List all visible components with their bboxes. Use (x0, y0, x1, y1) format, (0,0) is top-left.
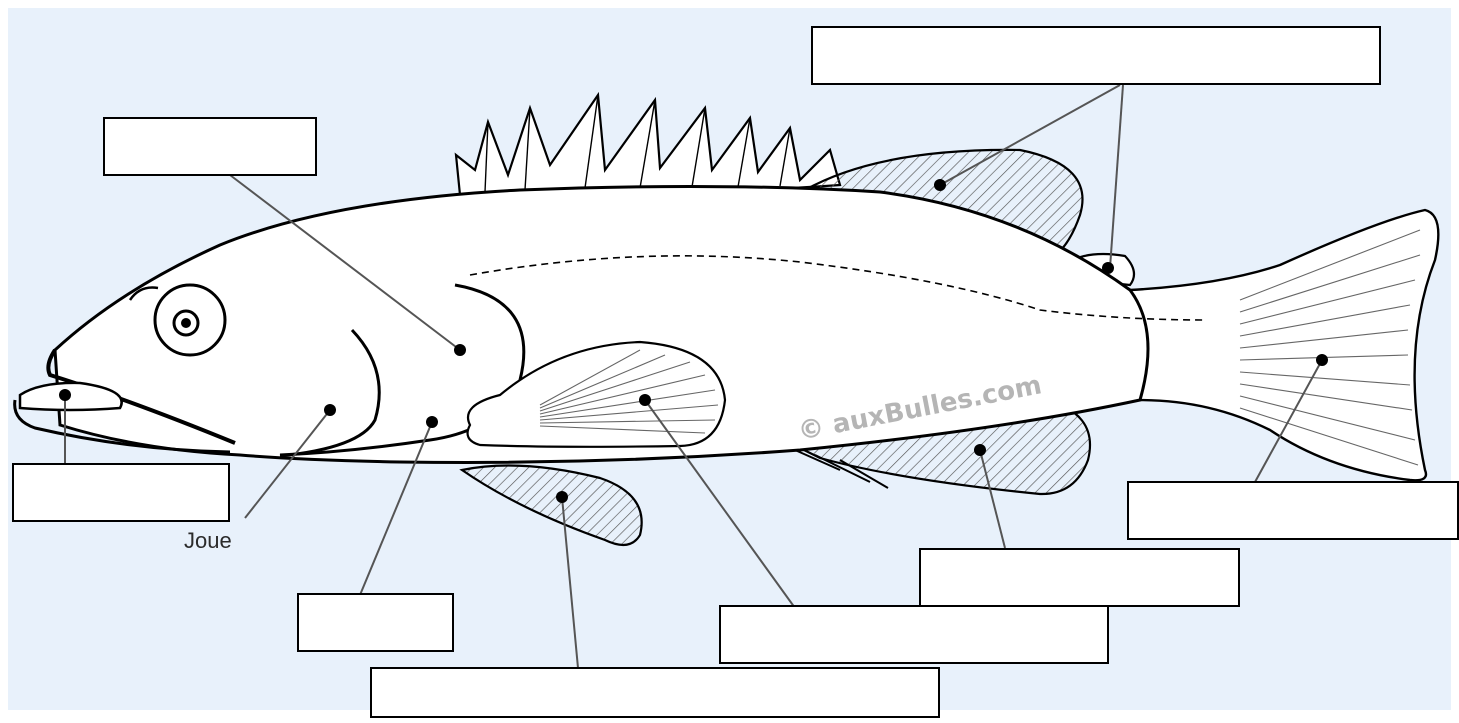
blank-label-box-operculum[interactable] (297, 593, 454, 652)
label-joue: Joue (184, 528, 232, 554)
blank-label-box-dorsal-fins[interactable] (811, 26, 1381, 85)
blank-label-box-pectoral-fin[interactable] (719, 605, 1109, 664)
eye-pupil (181, 318, 191, 328)
blank-label-box-anal-fin[interactable] (919, 548, 1240, 607)
blank-label-box-gill-cover[interactable] (103, 117, 317, 176)
blank-label-box-caudal-fin[interactable] (1127, 481, 1459, 540)
blank-label-box-mouth[interactable] (12, 463, 230, 522)
blank-label-box-pelvic-fin[interactable] (370, 667, 940, 718)
